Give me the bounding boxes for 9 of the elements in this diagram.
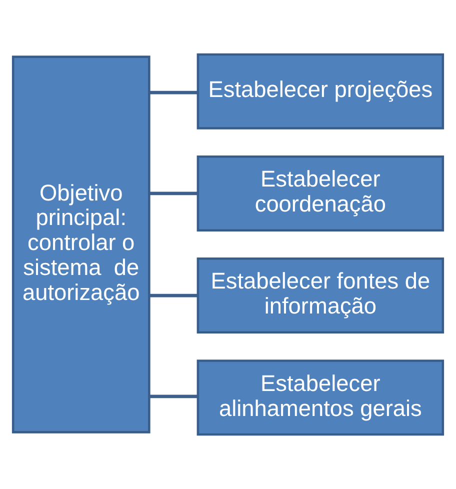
node-box: Objetivo principal: controlar o sistema de autorização xyxy=(12,56,150,434)
node-box: Estabelecer projeções xyxy=(196,53,444,130)
node-box: Estabelecer coordenação xyxy=(196,155,444,232)
connector xyxy=(149,90,198,94)
node-box: Estabelecer alinhamentos gerais xyxy=(196,360,444,436)
node-box: Estabelecer fontes de informação xyxy=(196,258,444,334)
connector xyxy=(149,394,198,398)
connector xyxy=(149,192,198,196)
connector xyxy=(149,294,198,298)
